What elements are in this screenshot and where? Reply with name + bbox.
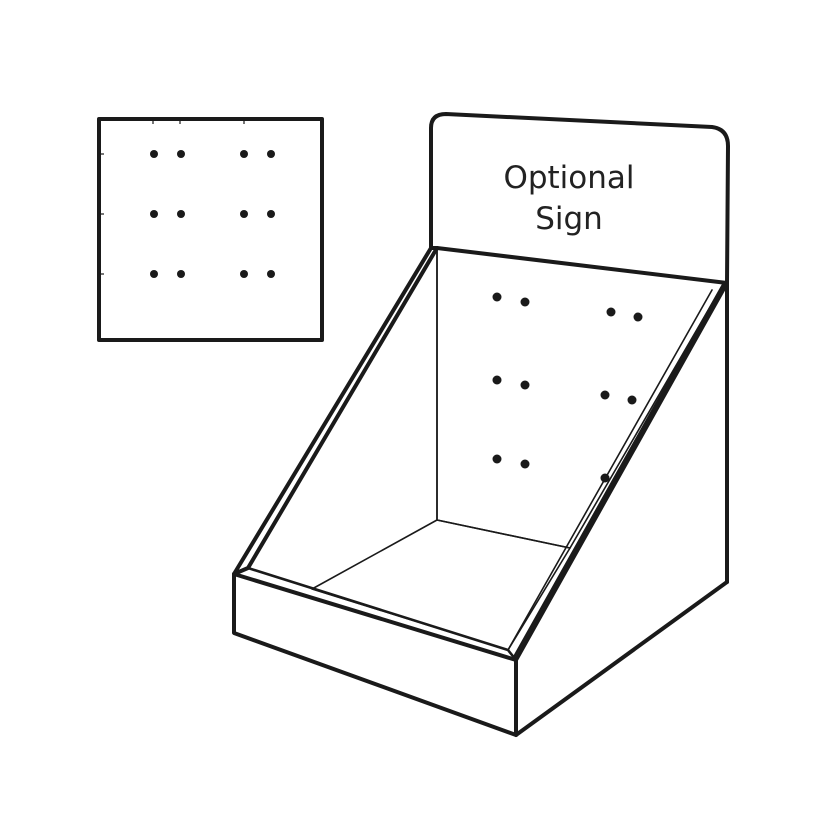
peg-hole: [492, 292, 502, 302]
peg-hole: [267, 150, 275, 158]
peg-hole: [240, 210, 248, 218]
sign-text-line1: Optional: [503, 160, 634, 196]
flat-panel-holes: [150, 150, 275, 278]
peg-hole: [150, 270, 158, 278]
peg-hole: [600, 473, 610, 483]
sign-header: [429, 112, 730, 285]
peg-hole: [267, 210, 275, 218]
peg-hole: [492, 454, 502, 464]
peg-hole: [520, 297, 530, 307]
peg-hole: [240, 150, 248, 158]
peg-hole: [492, 375, 502, 385]
peg-hole: [267, 270, 275, 278]
peg-hole: [627, 395, 637, 405]
right-slant-edge: [511, 281, 726, 661]
counter-display-box: [232, 112, 730, 737]
peg-hole: [177, 150, 185, 158]
box-right-side: [514, 281, 729, 737]
left-inner-rim: [246, 246, 439, 570]
peg-hole: [150, 150, 158, 158]
sign-text-line2: Sign: [535, 201, 603, 237]
flat-back-panel: [97, 117, 324, 342]
peg-hole: [600, 390, 610, 400]
peg-hole: [177, 210, 185, 218]
peg-hole: [520, 380, 530, 390]
front-lip-top: [232, 566, 518, 662]
back-wall-holes: [492, 292, 643, 483]
flat-panel-outline: [97, 117, 324, 342]
peg-hole: [240, 270, 248, 278]
peg-hole: [633, 312, 643, 322]
front-face: [232, 572, 518, 737]
right-slant-inner: [507, 289, 713, 651]
peg-hole: [177, 270, 185, 278]
peg-hole: [520, 459, 530, 469]
peg-hole: [150, 210, 158, 218]
peg-hole: [606, 307, 616, 317]
